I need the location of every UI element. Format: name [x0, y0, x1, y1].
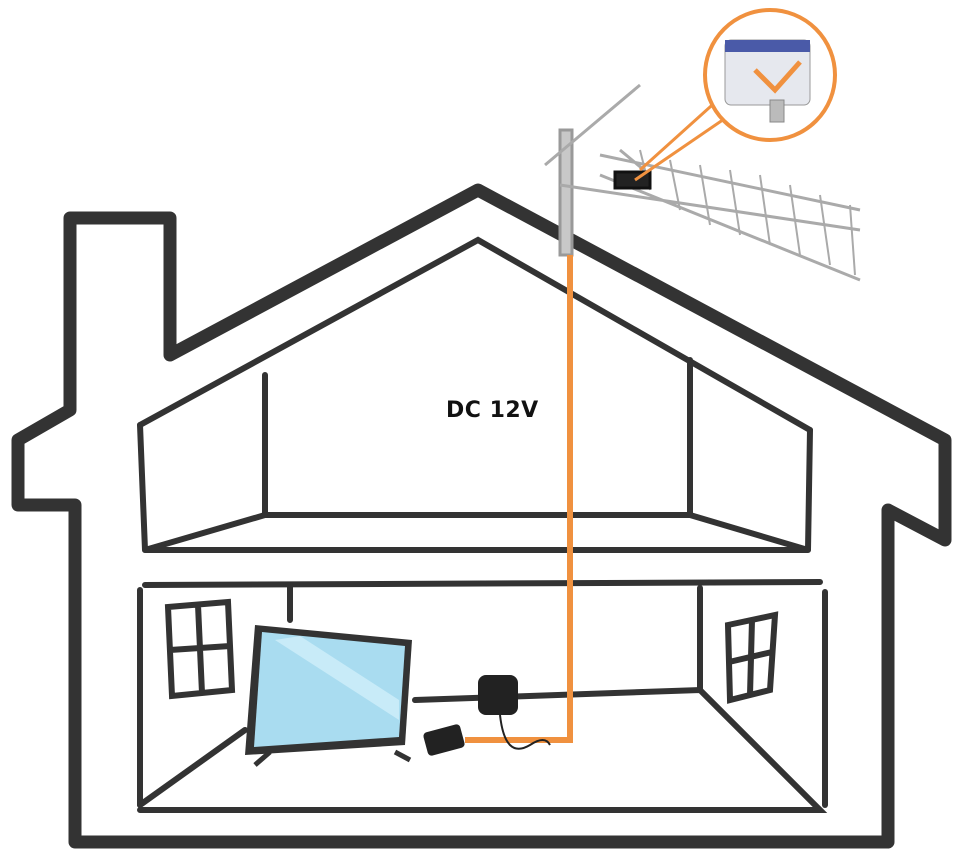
coax-cable — [465, 255, 573, 743]
room-floor — [137, 686, 828, 813]
attic-floor — [137, 422, 813, 553]
room-back-wall — [287, 582, 703, 693]
antenna — [544, 83, 861, 282]
power-supply — [423, 675, 551, 756]
attic-back-wall — [262, 357, 693, 518]
attic-roof-lines — [137, 236, 813, 433]
window-right — [724, 611, 779, 704]
house-outline — [11, 183, 952, 849]
amplifier-inset — [634, 8, 837, 182]
window-left — [164, 598, 236, 700]
room-ceiling — [142, 579, 823, 588]
cable-voltage-label: DC 12V — [446, 398, 539, 423]
tv — [245, 625, 412, 767]
